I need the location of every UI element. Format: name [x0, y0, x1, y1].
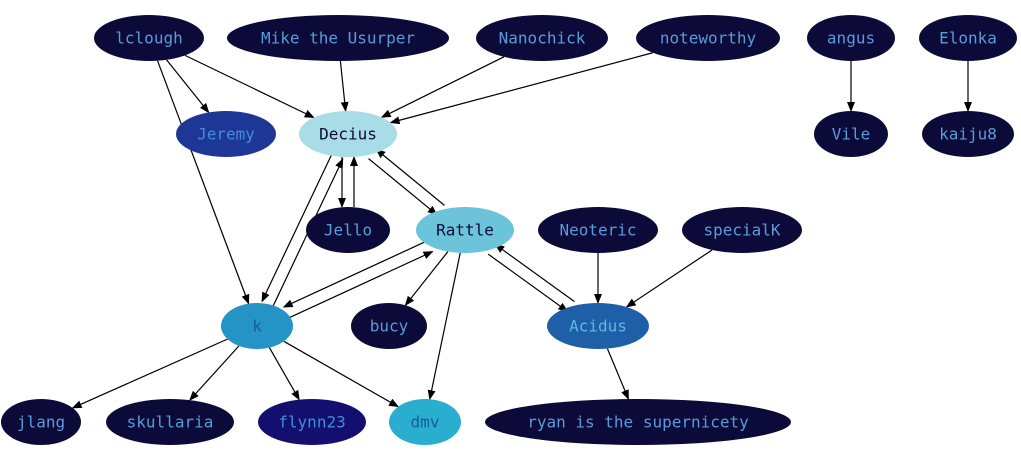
node-shape — [351, 303, 427, 349]
edge-mike-to-decius — [339, 60, 349, 113]
node-label: Mike the Usurper — [261, 29, 415, 48]
node-label: bucy — [370, 317, 409, 336]
node-label: Acidus — [569, 317, 627, 336]
edge-k-to-flynn23 — [268, 347, 300, 401]
node-label: ryan is the supernicety — [527, 413, 749, 432]
node-shape — [94, 15, 204, 61]
node-shape — [227, 15, 449, 61]
node-mike-the-usurper: Mike the Usurper — [227, 15, 449, 61]
node-nanochick: Nanochick — [476, 15, 608, 61]
node-label: Rattle — [436, 221, 494, 240]
edge-rattle-to-k — [282, 240, 428, 308]
node-label: Jeremy — [197, 125, 255, 144]
node-neoteric: Neoteric — [538, 207, 658, 253]
node-dmv: dmv — [389, 399, 461, 445]
node-label: k — [252, 317, 262, 336]
node-decius: Decius — [299, 111, 397, 157]
edge-decius-to-k — [261, 153, 333, 303]
node-label: jlang — [17, 413, 65, 432]
node-label: Vile — [832, 125, 871, 144]
node-shape — [258, 399, 366, 445]
edge-lclough-to-jeremy — [166, 59, 210, 114]
node-shape — [814, 111, 888, 157]
node-elonka: Elonka — [919, 15, 1017, 61]
node-k: k — [221, 303, 293, 349]
node-label: dmv — [411, 413, 440, 432]
node-noteworthy: noteworthy — [636, 15, 780, 61]
node-label: specialK — [703, 221, 780, 240]
node-label: noteworthy — [660, 29, 757, 48]
node-shape — [682, 207, 802, 253]
edge-specialk-to-acidus — [625, 249, 713, 308]
node-shape — [416, 207, 514, 253]
edge-rattle-to-acidus — [487, 253, 569, 312]
node-label: Nanochick — [499, 29, 586, 48]
node-label: lclough — [115, 29, 182, 48]
node-shape — [538, 207, 658, 253]
node-jeremy: Jeremy — [176, 111, 276, 157]
node-label: kaiju8 — [939, 125, 997, 144]
edge-k-to-jlang — [71, 338, 228, 409]
node-bucy: bucy — [351, 303, 427, 349]
node-rattle: Rattle — [416, 207, 514, 253]
node-shape — [636, 15, 780, 61]
edge-k-to-dmv — [283, 340, 400, 408]
edge-decius-to-rattle — [368, 158, 438, 216]
node-label: Decius — [319, 125, 377, 144]
node-specialk: specialK — [682, 207, 802, 253]
node-vile: Vile — [814, 111, 888, 157]
node-shape — [547, 303, 649, 349]
node-shape — [1, 399, 81, 445]
node-label: skullaria — [127, 413, 214, 432]
node-label: Jello — [324, 221, 372, 240]
node-angus: angus — [807, 15, 895, 61]
node-kaiju8: kaiju8 — [922, 111, 1014, 157]
edge-rattle-to-decius — [375, 148, 445, 206]
edge-k-to-skullaria — [189, 345, 240, 401]
node-shape — [299, 111, 397, 157]
node-shape — [221, 303, 293, 349]
edge-nanochick-to-decius — [380, 56, 505, 118]
node-shape — [476, 15, 608, 61]
edges-layer — [71, 52, 972, 409]
node-flynn23: flynn23 — [258, 399, 366, 445]
edge-lclough-to-k — [156, 60, 250, 305]
edge-acidus-to-rattle — [494, 243, 575, 303]
node-shape — [176, 111, 276, 157]
node-acidus: Acidus — [547, 303, 649, 349]
node-shape — [922, 111, 1014, 157]
node-ryan-is-the-supernicety: ryan is the supernicety — [485, 399, 791, 445]
node-shape — [106, 399, 234, 445]
node-shape — [919, 15, 1017, 61]
node-label: Elonka — [939, 29, 997, 48]
node-label: Neoteric — [559, 221, 636, 240]
node-shape — [389, 399, 461, 445]
node-shape — [485, 399, 791, 445]
edge-acidus-to-ryan — [606, 348, 629, 400]
node-label: flynn23 — [278, 413, 345, 432]
edge-rattle-to-bucy — [404, 251, 449, 307]
node-skullaria: skullaria — [106, 399, 234, 445]
nodes-layer: lclough Mike the Usurper Nanochick notew… — [1, 15, 1017, 445]
node-shape — [807, 15, 895, 61]
node-shape — [306, 207, 390, 253]
edge-lclough-to-decius — [184, 54, 315, 119]
node-label: angus — [827, 29, 875, 48]
node-jello: Jello — [306, 207, 390, 253]
node-jlang: jlang — [1, 399, 81, 445]
edge-rattle-to-dmv — [427, 252, 461, 401]
edge-noteworthy-to-decius — [389, 52, 653, 125]
node-lclough: lclough — [94, 15, 204, 61]
edge-k-to-rattle — [288, 251, 434, 319]
